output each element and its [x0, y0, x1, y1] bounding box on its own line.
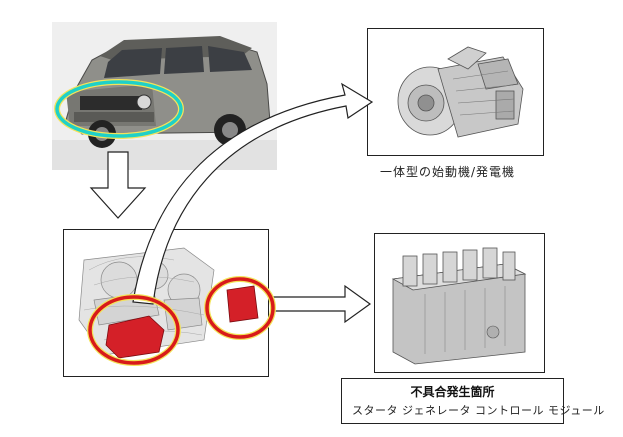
down-arrow	[89, 151, 147, 219]
starter-generator-caption: 一体型の始動機/発電機	[380, 165, 516, 179]
defect-label-box: 不具合発生箇所 スタータ ジェネレータ コントロール モジュール	[341, 378, 605, 424]
control-module-icon	[391, 247, 527, 365]
suv-illustration	[52, 22, 277, 170]
curved-arrow	[132, 82, 374, 305]
starter-part-highlight	[87, 294, 181, 366]
right-arrow	[271, 284, 372, 324]
defect-title: 不具合発生箇所	[410, 385, 495, 399]
starter-generator-panel	[367, 28, 544, 156]
control-module-panel	[374, 233, 545, 373]
starter-generator-icon	[397, 46, 524, 138]
vehicle-image	[52, 22, 277, 170]
module-part-highlight	[204, 276, 276, 340]
defect-part-name: スタータ ジェネレータ コントロール モジュール	[352, 404, 605, 417]
